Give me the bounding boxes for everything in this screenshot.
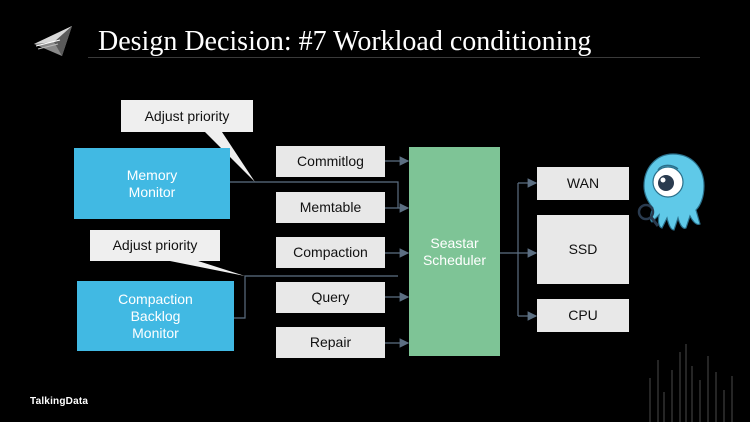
footer-brand: TalkingData xyxy=(30,396,89,407)
callout-adjust-priority-compaction: Adjust priority xyxy=(90,230,220,261)
octopus-mascot-icon xyxy=(637,153,705,231)
callout-tail-compaction xyxy=(165,260,245,276)
slide-title: Design Decision: #7 Workload conditionin… xyxy=(98,26,592,57)
title-divider xyxy=(88,57,700,58)
seastar-scheduler-box: Seastar Scheduler xyxy=(409,147,500,356)
resource-wan: WAN xyxy=(537,167,629,200)
resource-ssd: SSD xyxy=(537,215,629,284)
memory-monitor-box: Memory Monitor xyxy=(74,148,230,219)
magnifier-icon xyxy=(637,203,660,227)
workload-repair: Repair xyxy=(276,327,385,358)
workload-query: Query xyxy=(276,282,385,313)
slide-logo-icon xyxy=(34,26,72,56)
workload-compaction: Compaction xyxy=(276,237,385,268)
callout-adjust-priority-memory: Adjust priority xyxy=(121,100,253,132)
workload-memtable: Memtable xyxy=(276,192,385,223)
resource-cpu: CPU xyxy=(537,299,629,332)
callout-tail-memory xyxy=(205,132,255,182)
workload-commitlog: Commitlog xyxy=(276,146,385,177)
compaction-backlog-monitor-box: Compaction Backlog Monitor xyxy=(77,281,234,351)
